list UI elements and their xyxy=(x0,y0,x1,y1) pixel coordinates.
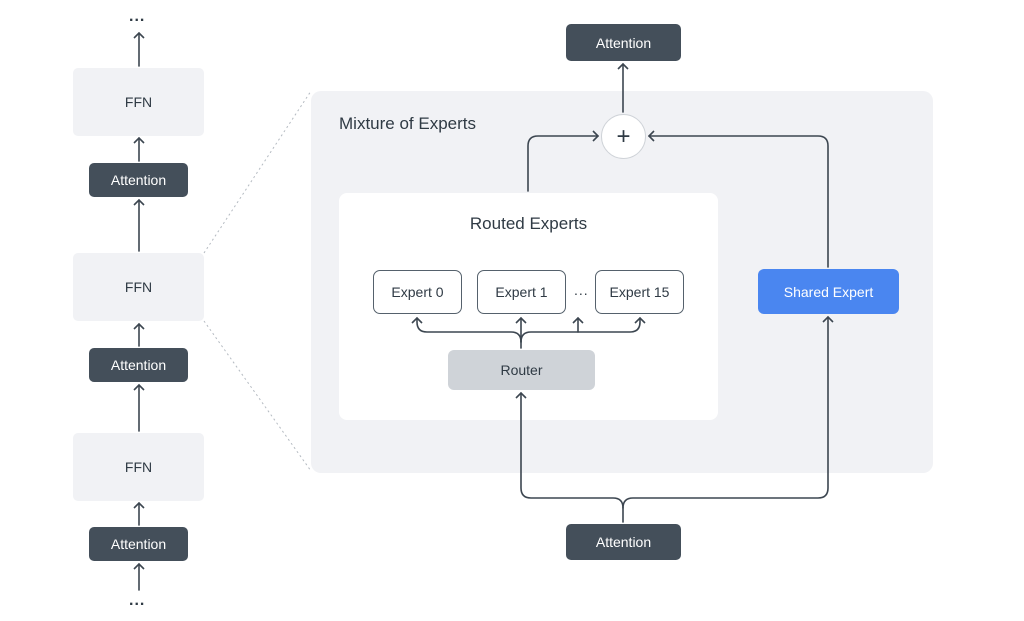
zoom-line-top xyxy=(203,90,312,254)
shared-expert-block: Shared Expert xyxy=(758,269,899,314)
expert-15: Expert 15 xyxy=(595,270,684,314)
stack-bottom-ellipsis: ... xyxy=(129,592,146,609)
attention-block-bottom: Attention xyxy=(89,527,188,561)
router-to-expert15-arrow xyxy=(520,316,646,343)
stack-top-ellipsis: ... xyxy=(129,8,146,25)
expert-0: Expert 0 xyxy=(373,270,462,314)
attention-block-top: Attention xyxy=(89,163,188,197)
input-to-router-arrow xyxy=(515,391,624,523)
ffn-block-middle: FFN xyxy=(73,253,204,321)
shared-to-sum-arrow xyxy=(647,130,829,268)
experts-ellipsis: ... xyxy=(574,282,589,298)
zoom-line-bottom xyxy=(203,320,312,472)
ffn-block-bottom: FFN xyxy=(73,433,204,501)
router-to-expert0-arrow xyxy=(411,316,522,343)
router-block: Router xyxy=(448,350,595,390)
attention-input-block: Attention xyxy=(566,524,681,560)
ffn-block-top: FFN xyxy=(73,68,204,136)
input-to-shared-arrow xyxy=(622,315,834,509)
attention-output-block: Attention xyxy=(566,24,681,61)
attention-block-middle: Attention xyxy=(89,348,188,382)
expert-1: Expert 1 xyxy=(477,270,566,314)
routed-experts-title: Routed Experts xyxy=(469,214,588,233)
moe-title: Mixture of Experts xyxy=(339,114,476,133)
routed-to-sum-arrow xyxy=(527,130,600,192)
sum-node: + xyxy=(601,114,646,159)
